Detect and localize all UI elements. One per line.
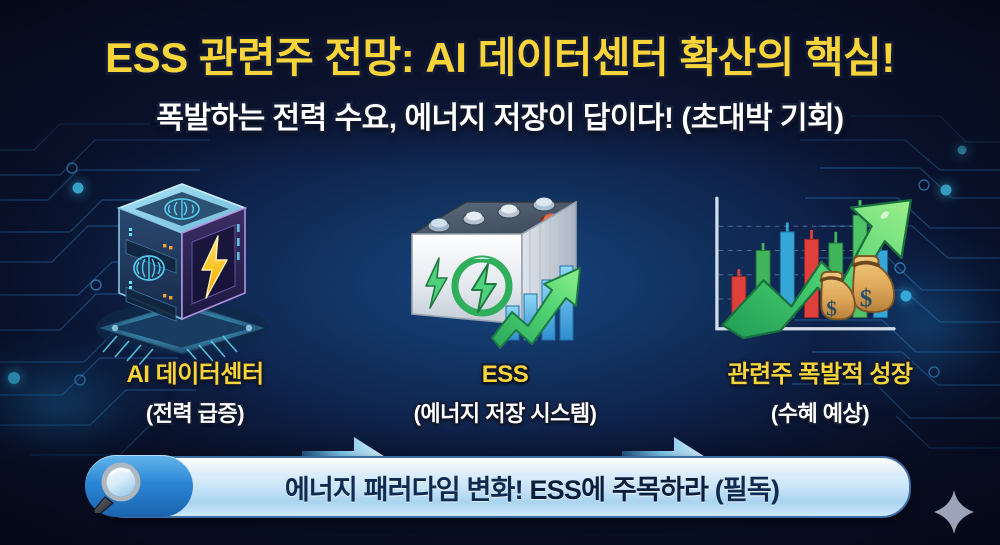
label-ess: ESS (에너지 저장 시스템) xyxy=(335,359,675,429)
label-related-stocks: 관련주 폭발적 성장 (수혜 예상) xyxy=(650,359,990,429)
banner-text-part1: 에너지 패러다임 변화! xyxy=(284,474,530,505)
sparkle-decoration xyxy=(932,488,976,541)
label-sublabel: (에너지 저장 시스템) xyxy=(412,399,599,428)
flow-diagram: $ $ xyxy=(0,176,1000,483)
four-point-star-icon xyxy=(934,490,974,534)
banner-text-strong: ESS에 주목하라 xyxy=(529,474,708,505)
growth-chart-moneybag-icon: $ $ xyxy=(715,196,912,340)
label-sublabel: (전력 급증) xyxy=(144,399,247,428)
page-subtitle: 폭발하는 전력 수요, 에너지 저장이 답이다! (초대박 기회) xyxy=(154,99,847,137)
label-ai-datacenter: AI 데이터센터 (전력 급증) xyxy=(25,359,365,429)
stage-related-stocks: $ $ xyxy=(702,176,922,366)
svg-text:$: $ xyxy=(826,297,837,321)
battery-storage-icon xyxy=(409,197,581,349)
bottom-callout-banner[interactable]: 에너지 패러다임 변화! ESS에 주목하라 (필독) xyxy=(85,455,911,518)
title-block: ESS 관련주 전망: AI 데이터센터 확산의 핵심! 폭발하는 전력 수요,… xyxy=(0,33,1000,137)
label-title: AI 데이터센터 xyxy=(124,359,266,390)
magnifier-icon xyxy=(93,462,141,513)
stage-labels: AI 데이터센터 (전력 급증) ESS (에너지 저장 시스템) 관련주 폭발… xyxy=(0,359,1000,442)
ai-server-cube-icon xyxy=(96,183,268,366)
svg-text:$: $ xyxy=(860,285,873,312)
label-title: 관련주 폭발적 성장 xyxy=(725,359,915,390)
banner-text: 에너지 패러다임 변화! ESS에 주목하라 (필독) xyxy=(97,468,909,507)
label-title: ESS xyxy=(479,359,531,390)
banner-text-part2: (필독) xyxy=(708,474,780,505)
stage-ai-datacenter xyxy=(72,176,292,366)
banner-left-cap xyxy=(85,455,193,517)
stage-ess xyxy=(392,176,612,366)
page-title: ESS 관련주 전망: AI 데이터센터 확산의 핵심! xyxy=(102,33,898,82)
label-sublabel: (수혜 예상) xyxy=(769,399,872,428)
